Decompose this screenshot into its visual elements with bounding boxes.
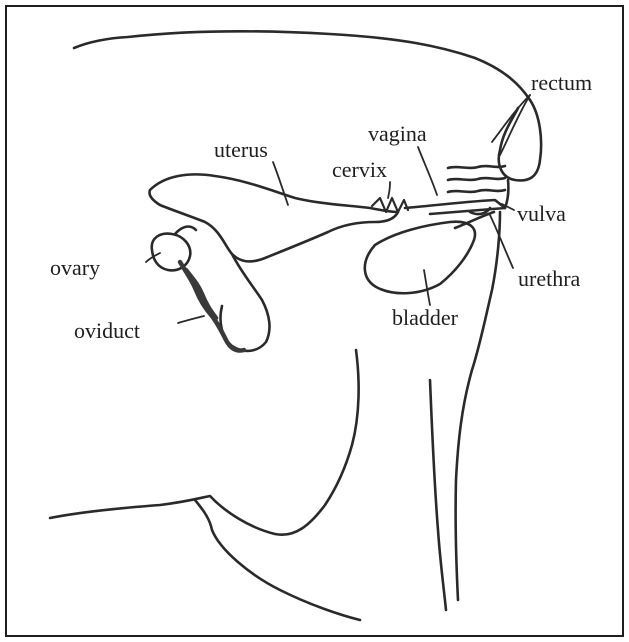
rectum-rugae-2 [448,178,505,180]
body-outline-back [74,31,530,100]
belly-outline [50,350,359,535]
label-ovary: ovary [50,257,100,279]
rectum-rugae-1 [448,166,505,168]
leader-vagina [418,147,437,195]
label-rectum: rectum [531,72,592,94]
uterus-horn [149,174,398,261]
leader-bladder [424,270,430,305]
label-cervix: cervix [332,159,387,181]
perineum-outline [505,180,508,208]
bladder-outline [365,222,475,294]
oviduct-coil-2 [186,270,216,318]
ovary-outline [152,234,191,271]
rectum-rugae-3 [448,190,505,192]
leader-uterus [273,162,288,205]
leader-cervix [388,182,390,198]
abdominal-fold [195,500,360,620]
leader-urethra [490,215,513,268]
label-vagina: vagina [368,123,427,145]
hind-leg-outline [456,212,500,600]
leader-oviduct [178,316,204,323]
label-oviduct: oviduct [74,320,140,342]
label-urethra: urethra [518,268,580,290]
uterus-curl [220,254,269,351]
ovary-ligament [175,227,196,234]
thigh-inner [430,380,446,610]
label-vulva: vulva [517,203,566,225]
label-bladder: bladder [392,307,458,329]
label-uterus: uterus [214,139,268,161]
